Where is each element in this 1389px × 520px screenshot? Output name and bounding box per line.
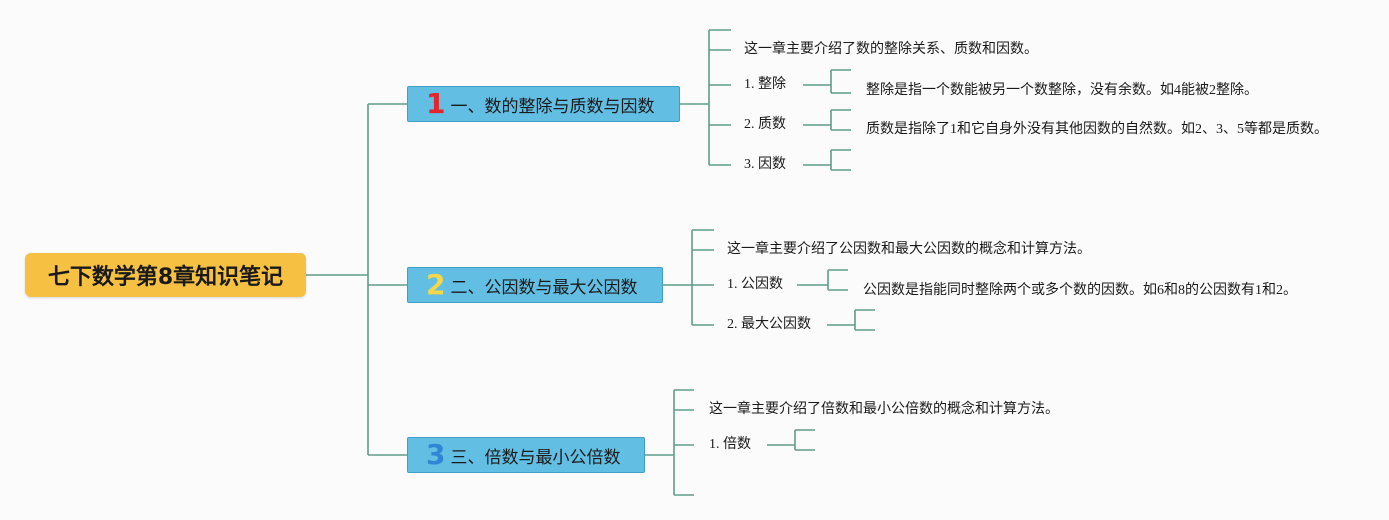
branch-2-item-1-desc[interactable]: 公因数是指能同时整除两个或多个数的因数。如6和8的公因数有1和2。 — [863, 283, 1297, 298]
branch-1-label: 一、数的整除与质数与因数 — [450, 96, 655, 117]
branch-1-item-2[interactable]: 2. 质数 — [744, 117, 786, 132]
number-1-icon: 1 — [426, 87, 446, 120]
branch-2-intro[interactable]: 这一章主要介绍了公因数和最大公因数的概念和计算方法。 — [727, 242, 1091, 257]
branch-1-intro[interactable]: 这一章主要介绍了数的整除关系、质数和因数。 — [744, 42, 1038, 57]
number-2-icon: 2 — [426, 268, 446, 301]
number-3-icon: 3 — [426, 438, 446, 471]
branch-1-item-3[interactable]: 3. 因数 — [744, 157, 786, 172]
branch-2-label: 二、公因数与最大公因数 — [450, 277, 638, 298]
branch-1-item-1[interactable]: 1. 整除 — [744, 77, 786, 92]
branch-3-item-1[interactable]: 1. 倍数 — [709, 437, 751, 452]
branch-3-label: 三、倍数与最小公倍数 — [450, 447, 621, 468]
branch-2[interactable]: 2 二、公因数与最大公因数 — [407, 267, 663, 303]
branch-1-item-2-desc[interactable]: 质数是指除了1和它自身外没有其他因数的自然数。如2、3、5等都是质数。 — [866, 122, 1328, 137]
root-title: 七下数学第8章知识笔记 — [47, 265, 284, 290]
root-topic[interactable]: 七下数学第8章知识笔记 — [25, 253, 306, 297]
branch-3[interactable]: 3 三、倍数与最小公倍数 — [407, 437, 645, 473]
branch-3-intro[interactable]: 这一章主要介绍了倍数和最小公倍数的概念和计算方法。 — [709, 402, 1059, 417]
branch-2-item-1[interactable]: 1. 公因数 — [727, 277, 783, 292]
branch-1[interactable]: 1 一、数的整除与质数与因数 — [407, 86, 680, 122]
branch-2-item-2[interactable]: 2. 最大公因数 — [727, 317, 811, 332]
branch-1-item-1-desc[interactable]: 整除是指一个数能被另一个数整除，没有余数。如4能被2整除。 — [866, 83, 1258, 98]
